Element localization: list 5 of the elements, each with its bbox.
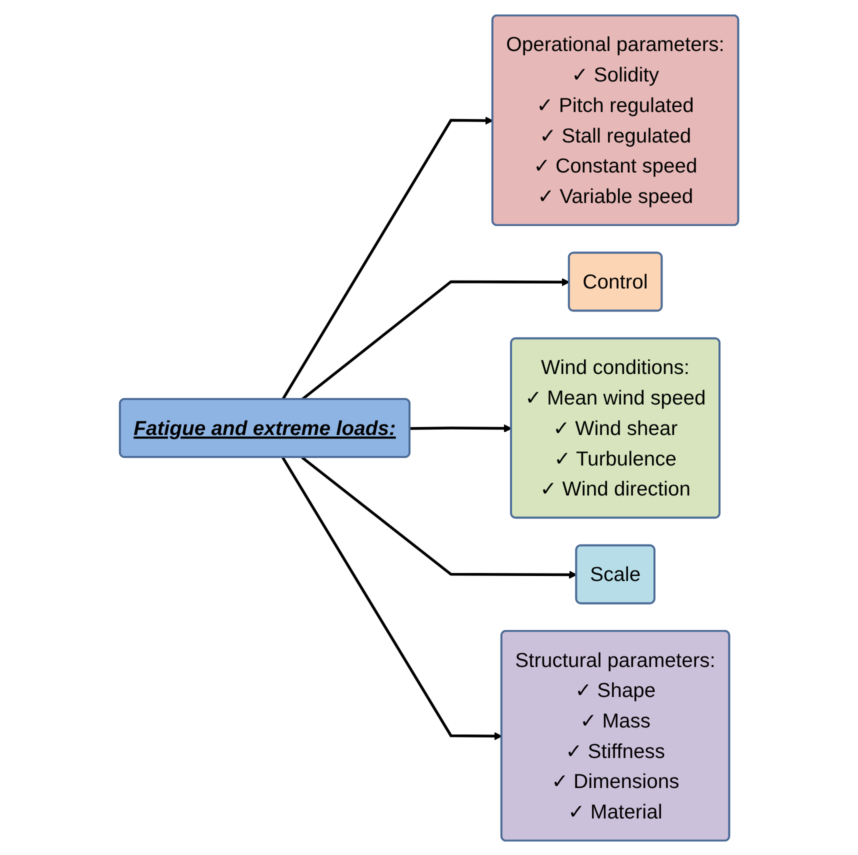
arrow — [301, 278, 570, 400]
arrow — [301, 456, 577, 578]
arrow — [281, 116, 494, 400]
arrow — [410, 424, 512, 432]
arrow — [281, 456, 502, 740]
